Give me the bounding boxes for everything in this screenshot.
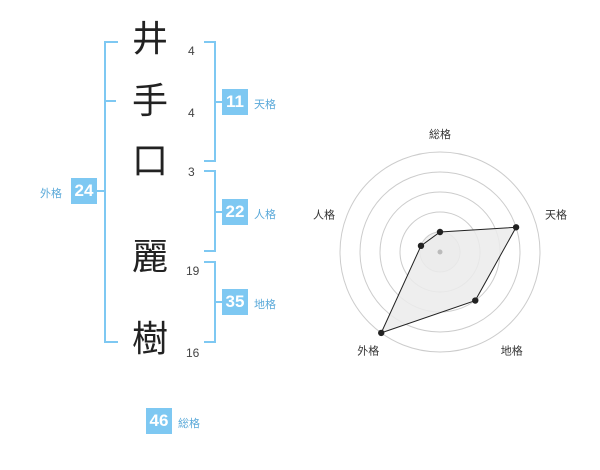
name-char-4: 麗 [131,237,168,278]
radar-point-5 [417,242,425,250]
jinkaku-value: 22 [222,199,248,225]
stroke-count-3: 3 [188,165,195,179]
radar-axis-label-1: 総格 [429,127,451,141]
tenkaku-value: 11 [222,89,248,115]
tenkaku-bracket-connector [216,101,222,103]
jinkaku-label: 人格 [254,208,276,221]
radar-axis-label-3: 地格 [501,344,523,358]
name-char-2: 手 [131,81,168,122]
tenkaku-bracket [204,41,216,162]
radar-point-3 [472,297,479,304]
radar-axis-label-4: 外格 [357,344,379,358]
stroke-count-2: 4 [188,106,195,120]
stroke-count-4: 19 [186,264,200,278]
chikaku-label: 地格 [254,298,276,311]
jinkaku-bracket-connector [216,211,222,213]
radar-point-4 [378,329,385,337]
soukaku-label: 総格 [178,417,200,430]
gaikaku-bracket-connector [94,190,104,192]
gaikaku-label: 外格 [40,187,62,200]
name-char-5: 樹 [131,319,168,360]
stroke-count-5: 16 [186,346,200,360]
tenkaku-label: 天格 [254,98,276,111]
radar-center-dot [437,249,443,255]
radar-point-2 [512,224,520,231]
chikaku-bracket-connector [216,301,222,303]
jinkaku-bracket [204,170,216,252]
gaikaku-value: 24 [71,178,97,204]
chikaku-bracket [204,261,216,343]
chikaku-value: 35 [222,289,248,315]
stroke-count-1: 4 [188,44,195,58]
name-char-1: 井 [131,19,168,60]
radar-axis-label-2: 天格 [545,207,567,221]
radar-data-polygon [380,226,517,334]
name-char-3: 口 [131,141,168,182]
radar-axis-label-5: 人格 [313,207,335,221]
gaikaku-bracket-tick [104,100,116,102]
radar-point-1 [436,228,444,236]
gaikaku-bracket [104,41,118,343]
soukaku-value: 46 [146,408,172,434]
